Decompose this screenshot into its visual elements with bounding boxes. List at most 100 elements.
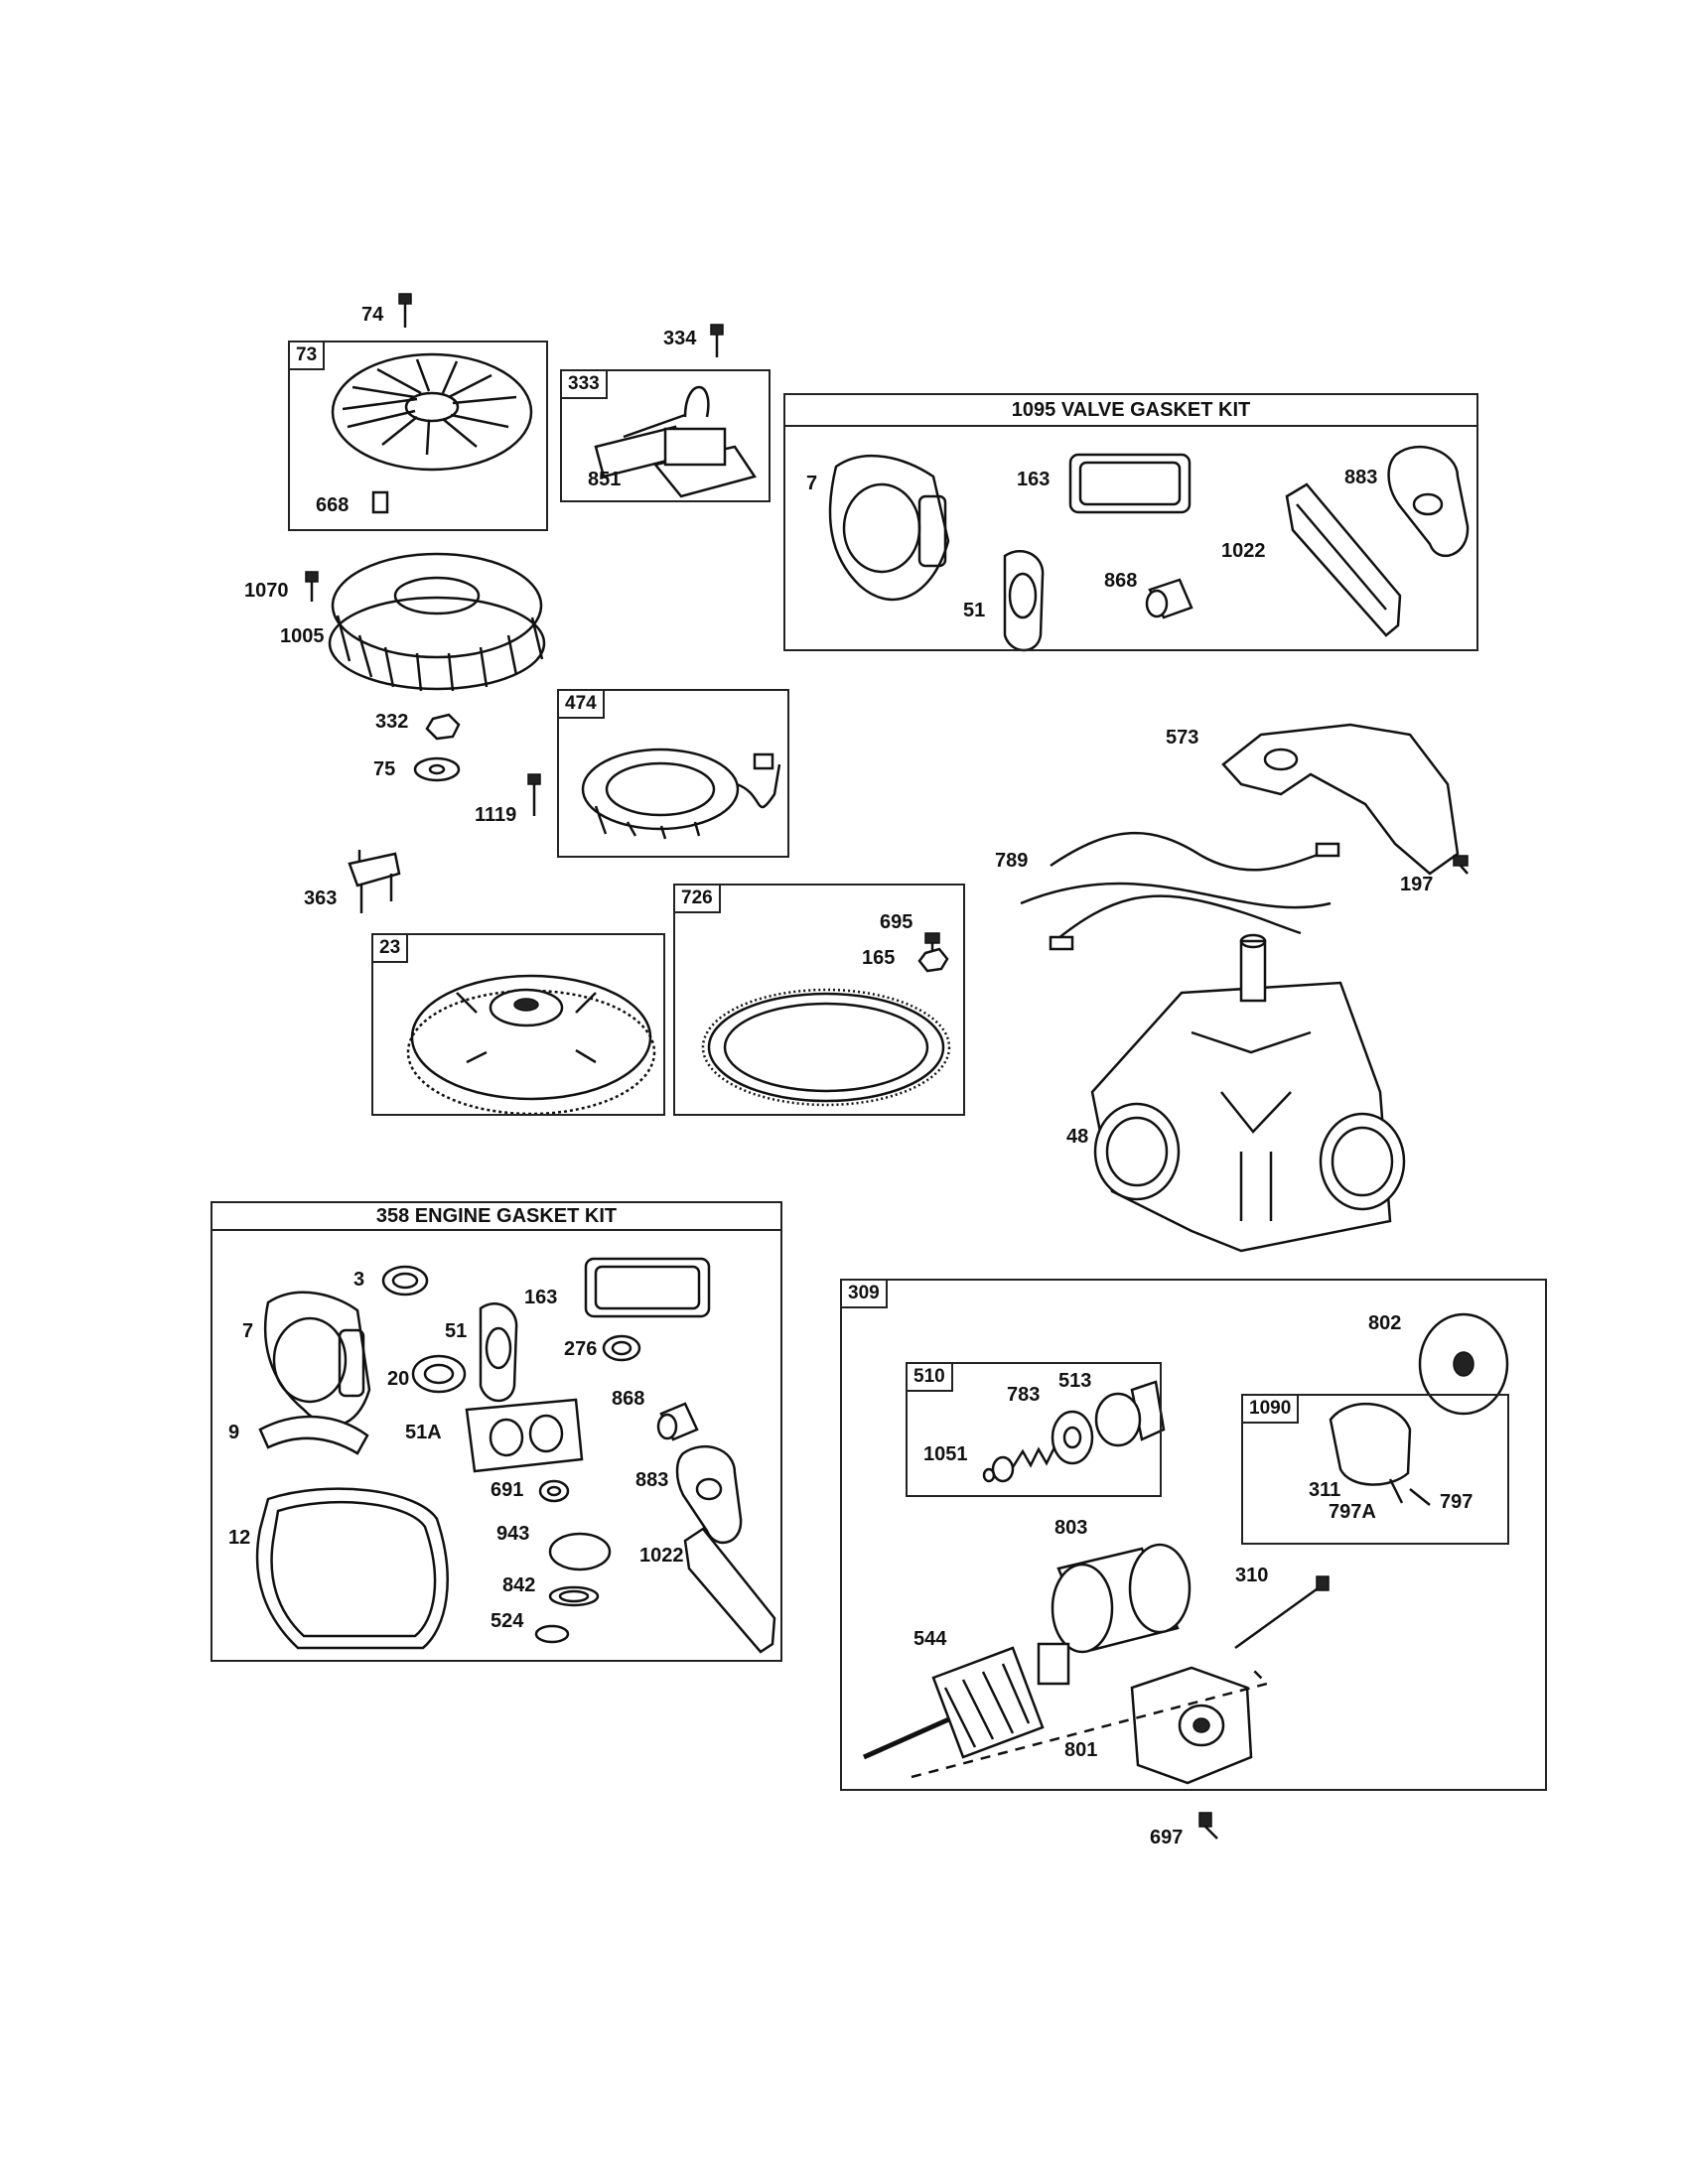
valve-kit-label-51: 51 — [963, 600, 986, 621]
engine-gasket-kit-title: 358 ENGINE GASKET KIT — [212, 1203, 780, 1231]
seal-868-kit-icon — [656, 1402, 699, 1441]
through-bolt-310-icon — [1234, 1575, 1330, 1650]
brush-holder-1090-icon — [1329, 1403, 1431, 1506]
engine-kit-label-691: 691 — [491, 1479, 524, 1501]
valve-gasket-kit-title: 1095 VALVE GASKET KIT — [785, 395, 1476, 427]
part-label-74: 74 — [361, 304, 384, 326]
screw-668-icon — [371, 490, 389, 514]
valve-kit-label-163: 163 — [1017, 469, 1051, 490]
bolt-334-icon — [710, 324, 724, 357]
starter-label-310: 310 — [1235, 1565, 1269, 1586]
part-label-697: 697 — [1150, 1827, 1184, 1848]
part-box-726: 726 — [673, 884, 965, 1116]
nut-165-icon — [917, 947, 949, 973]
bolt-74-icon — [398, 293, 412, 328]
starter-label-513: 513 — [1058, 1370, 1092, 1392]
part-label-197: 197 — [1400, 874, 1434, 895]
part-label-789: 789 — [995, 850, 1029, 872]
part-box-309: 309 — [840, 1279, 1547, 1791]
crankcase-gasket-12-icon — [255, 1487, 449, 1650]
seal-524-icon — [534, 1624, 570, 1644]
oil-seal-20-icon — [411, 1354, 467, 1394]
end-cap-801-icon — [1130, 1666, 1253, 1785]
valve-kit-label-1022: 1022 — [1221, 540, 1266, 562]
box-tag-510: 510 — [906, 1362, 953, 1392]
starter-label-783: 783 — [1007, 1384, 1041, 1406]
screw-197-icon — [1453, 855, 1469, 875]
part-label-334: 334 — [663, 328, 697, 349]
box-tag-474: 474 — [557, 689, 605, 719]
starter-label-797A: 797A — [1329, 1501, 1376, 1523]
gasket-51-kit-icon — [479, 1302, 518, 1403]
rotating-screen-73-icon — [331, 352, 533, 472]
starter-label-1051: 1051 — [923, 1443, 968, 1465]
head-gasket-7-icon — [828, 454, 950, 602]
flywheel-23-icon — [406, 974, 656, 1116]
box-tag-1090: 1090 — [1241, 1394, 1300, 1424]
part-label-1119: 1119 — [475, 804, 517, 826]
spring-1051-icon — [982, 1446, 1056, 1483]
gasket-1022-icon — [1285, 482, 1402, 637]
engine-kit-label-3: 3 — [353, 1269, 365, 1291]
fan-1005-icon — [328, 552, 546, 692]
part-box-23: 23 — [371, 933, 665, 1116]
bolt-1119-icon — [527, 773, 541, 816]
valve-cover-gasket-163-kit-icon — [584, 1257, 711, 1318]
engine-kit-label-51: 51 — [445, 1320, 468, 1342]
seal-842-icon — [548, 1585, 600, 1607]
starter-label-801: 801 — [1064, 1739, 1098, 1761]
ring-gear-726-icon — [701, 988, 951, 1107]
part-label-1070: 1070 — [244, 580, 289, 602]
box-tag-333: 333 — [560, 369, 608, 399]
seal-868-icon — [1145, 578, 1193, 619]
part-box-73: 73 — [288, 341, 548, 531]
pinion-783-icon — [1051, 1410, 1094, 1465]
engine-kit-label-524: 524 — [491, 1610, 524, 1632]
seal-691-icon — [538, 1479, 570, 1503]
starter-label-544: 544 — [913, 1628, 947, 1650]
engine-kit-label-20: 20 — [387, 1368, 410, 1390]
box-tag-309: 309 — [840, 1279, 888, 1308]
engine-kit-label-7: 7 — [242, 1320, 254, 1342]
engine-kit-label-51A: 51A — [405, 1422, 442, 1443]
part-label-363: 363 — [304, 887, 338, 909]
seal-3-icon — [381, 1265, 429, 1297]
part-label-668: 668 — [316, 494, 350, 516]
part-label-332: 332 — [375, 711, 409, 733]
engine-kit-label-9: 9 — [228, 1422, 240, 1443]
drive-gear-513-icon — [1094, 1380, 1166, 1447]
gasket-883-icon — [1387, 445, 1470, 558]
part-label-48: 48 — [1066, 1126, 1089, 1148]
wire-harness-789-icon — [1020, 832, 1340, 951]
part-box-510: 510 — [906, 1362, 1162, 1497]
valve-kit-label-868: 868 — [1104, 570, 1138, 592]
starter-label-802: 802 — [1368, 1312, 1402, 1334]
valve-cover-gasket-163-icon — [1068, 453, 1192, 514]
part-box-1090: 1090 — [1241, 1394, 1509, 1545]
valve-kit-label-883: 883 — [1344, 467, 1378, 488]
box-tag-726: 726 — [673, 884, 721, 913]
armature-544-icon — [862, 1642, 1070, 1760]
part-box-333: 333 — [560, 369, 771, 502]
seal-276-icon — [602, 1334, 641, 1362]
valve-kit-label-7: 7 — [806, 473, 818, 494]
part-label-851: 851 — [588, 469, 622, 490]
part-box-474: 474 — [557, 689, 789, 858]
gasket-883-kit-icon — [675, 1444, 743, 1545]
engine-kit-label-163: 163 — [524, 1287, 558, 1308]
rectifier-363-icon — [348, 850, 401, 913]
ignition-armature-333-icon — [594, 385, 758, 498]
box-tag-73: 73 — [288, 341, 326, 370]
engine-kit-label-12: 12 — [228, 1527, 251, 1549]
alternator-474-icon — [581, 748, 781, 840]
engine-kit-label-842: 842 — [502, 1574, 536, 1596]
valve-gasket-kit-box: 1095 VALVE GASKET KIT — [783, 393, 1478, 651]
engine-kit-label-276: 276 — [564, 1338, 598, 1360]
washer-75-icon — [413, 756, 461, 782]
starter-label-797: 797 — [1440, 1491, 1474, 1513]
cylinder-block-48-icon — [1090, 933, 1406, 1253]
starter-label-803: 803 — [1054, 1517, 1088, 1539]
part-label-165: 165 — [862, 947, 896, 969]
